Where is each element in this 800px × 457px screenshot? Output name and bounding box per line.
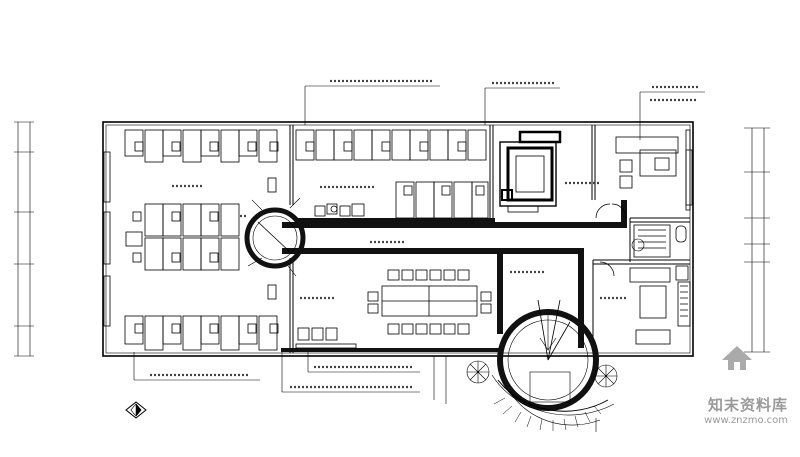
right-lower-office: [599, 261, 691, 345]
watermark: 知末资料库 www.znzmo.com: [704, 394, 788, 426]
director-office: [595, 129, 691, 219]
corridor-walls: [281, 200, 627, 352]
watermark-url: www.znzmo.com: [704, 415, 788, 426]
manager-office: [499, 130, 562, 213]
outer-walls: [102, 121, 694, 357]
house-logo-icon: [722, 346, 752, 370]
left-dimension-lines: [14, 121, 34, 357]
workstations-top-left: [124, 129, 279, 163]
tea-room: [633, 224, 687, 258]
annotation-ticks: [150, 79, 698, 389]
bottom-circular-stair: [491, 299, 615, 426]
right-dimension-lines: [744, 127, 770, 353]
north-arrow-icon: [125, 401, 147, 419]
stair-treads: [493, 397, 602, 431]
lounge-chairs: [267, 177, 365, 300]
interior-walls: [289, 125, 690, 353]
left-circular-lobby: [244, 197, 306, 277]
planters: [466, 238, 645, 388]
workstations-bottom-left: [124, 315, 279, 351]
watermark-brand: 知末资料库: [707, 396, 788, 414]
conference-room: [295, 269, 492, 349]
workstations-top-middle: [295, 129, 489, 219]
workstations-middle-left: [125, 203, 240, 271]
callout-leaders: [133, 85, 705, 432]
